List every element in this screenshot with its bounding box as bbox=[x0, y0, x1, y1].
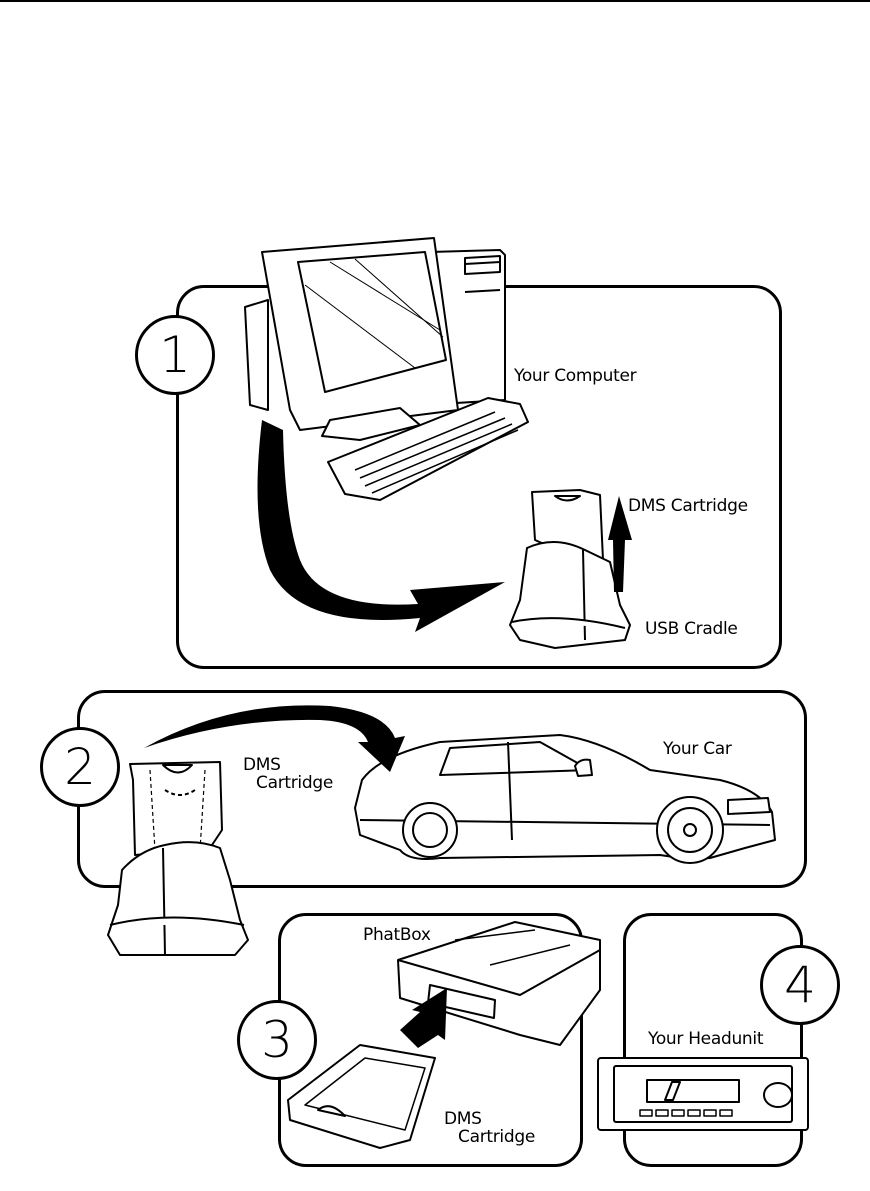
label-usb-cradle: USB Cradle bbox=[645, 620, 738, 639]
cartridge-cradle-icon bbox=[108, 762, 248, 955]
usb-cradle-icon bbox=[510, 490, 630, 648]
step-1-digit: 1 bbox=[159, 330, 191, 380]
label-your-headunit: Your Headunit bbox=[648, 1030, 763, 1049]
step-4-digit: 4 bbox=[784, 960, 816, 1010]
step-3-number: 3 bbox=[237, 1000, 317, 1080]
label-your-computer: Your Computer bbox=[514, 367, 636, 386]
headunit-icon bbox=[598, 1058, 808, 1130]
step-3-digit: 3 bbox=[261, 1015, 293, 1065]
step-2-number: 2 bbox=[40, 727, 120, 807]
step-1-number: 1 bbox=[135, 315, 215, 395]
label-dms-2-line2: Cartridge bbox=[256, 774, 333, 793]
label-phatbox: PhatBox bbox=[363, 926, 431, 945]
step-2-digit: 2 bbox=[64, 742, 96, 792]
label-your-car: Your Car bbox=[663, 740, 732, 759]
computer-monitor-icon bbox=[245, 238, 458, 440]
label-dms-3-line2: Cartridge bbox=[458, 1128, 535, 1147]
label-dms-cartridge-1: DMS Cartridge bbox=[628, 497, 748, 516]
step-4-number: 4 bbox=[760, 945, 840, 1025]
